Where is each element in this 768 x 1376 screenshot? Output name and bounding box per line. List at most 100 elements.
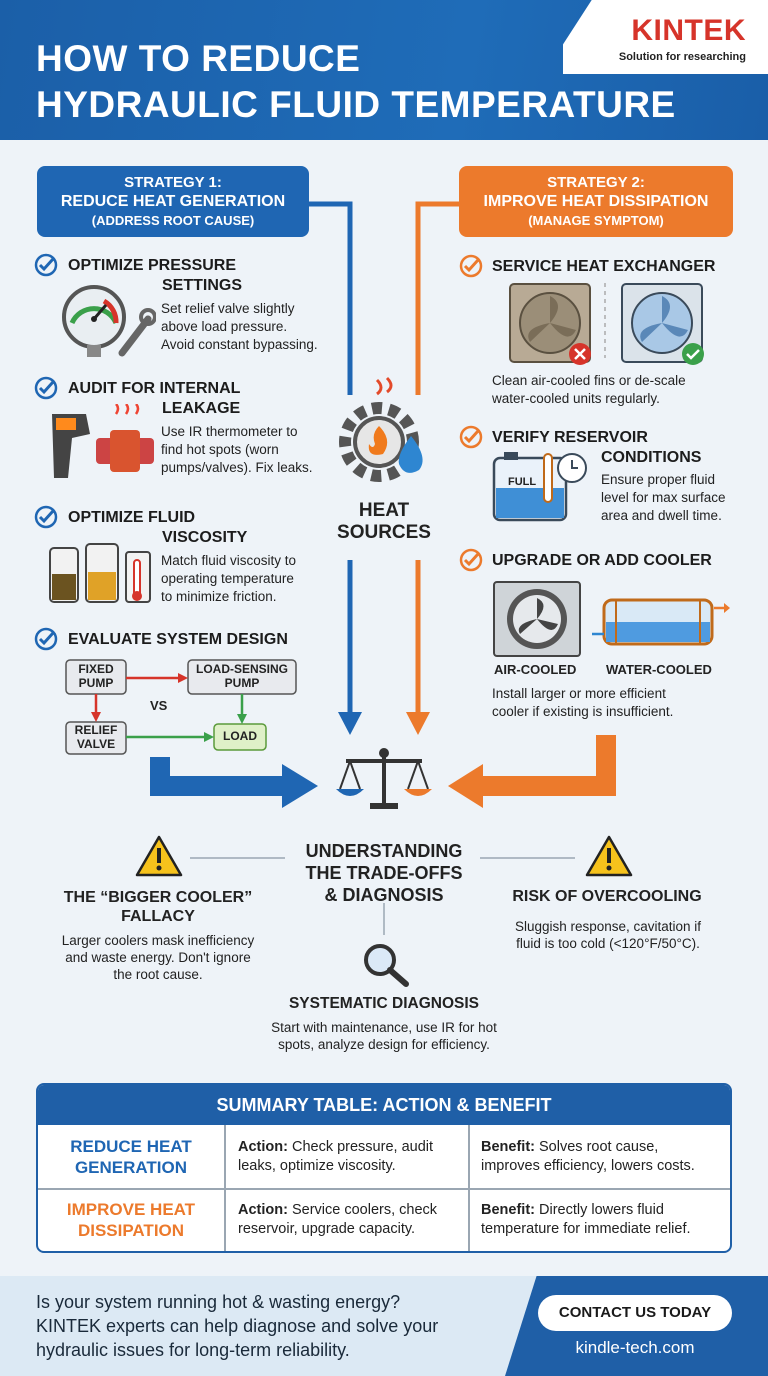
item-viscosity-title-b: VISCOSITY [162, 529, 248, 546]
item-cooler-desc-1: Install larger or more efficient [492, 686, 666, 701]
fallacy-desc-l2: and waste energy. Don't ignore [65, 950, 251, 965]
row2-label-l2: DISSIPATION [77, 1221, 185, 1240]
cooler-types-icon [493, 581, 730, 657]
page-title-line2: HYDRAULIC FLUID TEMPERATURE [36, 84, 676, 125]
fallacy-title-l1: THE “BIGGER COOLER” [63, 889, 253, 906]
website-link[interactable]: kindle-tech.com [575, 1338, 695, 1357]
magnifier-icon [364, 944, 409, 987]
item-viscosity-title-a: OPTIMIZE FLUID [68, 509, 196, 526]
item-pressure-title-b: SETTINGS [162, 277, 243, 294]
row1-label-l2: GENERATION [74, 1158, 188, 1177]
relief-l1: RELIEF [74, 723, 118, 737]
relief-valve-label: RELIEF VALVE [66, 723, 126, 751]
row2-label-l1: IMPROVE HEAT [66, 1200, 196, 1219]
heat-sources-icon [339, 376, 423, 482]
summary-table: SUMMARY TABLE: ACTION & BENEFIT REDUCE H… [36, 1083, 732, 1253]
row1-action-l2: leaks, optimize viscosity. [238, 1158, 396, 1174]
overcooling-desc: Sluggish response, cavitation if fluid i… [488, 918, 728, 952]
diagnosis-desc-l1: Start with maintenance, use IR for hot [271, 1020, 497, 1035]
benefit-label: Benefit: [481, 1202, 535, 1218]
logo-tagline: Solution for researching [618, 51, 746, 63]
item-cooler-title: UPGRADE OR ADD COOLER [492, 552, 712, 569]
item-viscosity-desc-2: operating temperature [161, 571, 294, 586]
action-label: Action: [238, 1202, 288, 1218]
item-reservoir-title-b: CONDITIONS [601, 449, 702, 466]
diagnosis-desc: Start with maintenance, use IR for hot s… [240, 1019, 528, 1053]
fan-comparison-icon [509, 283, 704, 365]
overcooling-desc-l2: fluid is too cold (<120°F/50°C). [516, 936, 700, 951]
action-label: Action: [238, 1139, 288, 1155]
air-cooled-label: AIR-COOLED [494, 662, 577, 677]
check-icon [459, 254, 483, 278]
footer-line-3: hydraulic issues for long-term reliabili… [36, 1340, 350, 1360]
fixed-pump-l1: FIXED [78, 662, 114, 676]
warning-icon [135, 835, 183, 877]
pressure-gauge-icon [62, 285, 156, 357]
item-leakage-title-a: AUDIT FOR INTERNAL [68, 380, 241, 397]
footer-line-2: KINTEK experts can help diagnose and sol… [36, 1316, 439, 1336]
strategy2-subtitle: (MANAGE SYMPTOM) [528, 213, 664, 228]
item-reservoir-title-a: VERIFY RESERVOIR [492, 429, 648, 446]
fallacy-desc: Larger coolers mask inefficiency and was… [40, 932, 276, 983]
ir-thermometer-icon [52, 404, 154, 478]
reservoir-tank-icon [492, 452, 587, 522]
row2-benefit: Benefit: Directly lowers fluid temperatu… [481, 1201, 730, 1239]
overcooling-title: RISK OF OVERCOOLING [512, 888, 702, 905]
strategy1-subtitle: (ADDRESS ROOT CAUSE) [91, 213, 255, 228]
row1-benefit: Benefit: Solves root cause, improves eff… [481, 1138, 730, 1176]
balance-scale-icon [336, 748, 432, 809]
tradeoffs-l1: UNDERSTANDING [305, 841, 463, 861]
item-reservoir-desc-2: level for max surface [601, 490, 726, 505]
tradeoffs-l2: THE TRADE-OFFS [305, 863, 463, 883]
fallacy-desc-l1: Larger coolers mask inefficiency [61, 933, 255, 948]
check-icon [459, 425, 483, 449]
load-sensing-pump-label: LOAD-SENSING PUMP [188, 662, 296, 690]
strategy1-label: STRATEGY 1: [124, 174, 222, 191]
check-icon [34, 627, 58, 651]
check-icon [34, 376, 58, 400]
vs-label: VS [150, 698, 168, 713]
row2-action: Action: Service coolers, check reservoir… [238, 1201, 464, 1239]
strategy2-box: STRATEGY 2: IMPROVE HEAT DISSIPATION (MA… [459, 166, 733, 237]
item-leakage-title-b: LEAKAGE [162, 400, 241, 417]
strategy2-title: IMPROVE HEAT DISSIPATION [483, 193, 709, 210]
check-icon [34, 253, 58, 277]
fixed-pump-label: FIXED PUMP [66, 662, 126, 690]
item-cooler-desc-2: cooler if existing is insufficient. [492, 704, 674, 719]
item-pressure-desc-2: above load pressure. [161, 319, 288, 334]
contact-us-button[interactable]: CONTACT US TODAY [538, 1295, 732, 1331]
row1-benefit-l2: improves efficiency, lowers costs. [481, 1158, 695, 1174]
diagnosis-desc-l2: spots, analyze design for efficiency. [278, 1037, 490, 1052]
load-sensing-l2: PUMP [224, 676, 260, 690]
load-sensing-l1: LOAD-SENSING [195, 662, 288, 676]
row1-action: Action: Check pressure, audit leaks, opt… [238, 1138, 464, 1176]
oil-bottles-icon [49, 543, 151, 603]
item-leakage-desc-1: Use IR thermometer to [161, 424, 298, 439]
row2-benefit-l1: Directly lowers fluid [539, 1202, 664, 1218]
item-heat-exchanger-desc-1: Clean air-cooled fins or de-scale [492, 373, 686, 388]
warning-icon [585, 835, 633, 877]
tradeoffs-l3: & DIAGNOSIS [324, 885, 444, 905]
item-pressure-desc-3: Avoid constant bypassing. [161, 337, 318, 352]
strategy1-box: STRATEGY 1: REDUCE HEAT GENERATION (ADDR… [37, 166, 309, 237]
item-reservoir-desc-1: Ensure proper fluid [601, 472, 716, 487]
kintek-logo: KINTEK [631, 14, 746, 47]
summary-heading: SUMMARY TABLE: ACTION & BENEFIT [38, 1085, 730, 1125]
row1-action-l1: Check pressure, audit [291, 1139, 434, 1155]
diagnosis-title: SYSTEMATIC DIAGNOSIS [288, 995, 480, 1012]
check-icon [459, 548, 483, 572]
table-row-label-reduce: REDUCE HEAT GENERATION [38, 1136, 224, 1178]
strategy1-title: REDUCE HEAT GENERATION [60, 193, 286, 210]
table-row-label-improve: IMPROVE HEAT DISSIPATION [38, 1199, 224, 1241]
benefit-label: Benefit: [481, 1139, 535, 1155]
page-title-line1: HOW TO REDUCE [36, 38, 361, 79]
item-heat-exchanger-title: SERVICE HEAT EXCHANGER [492, 258, 716, 275]
strategy2-label: STRATEGY 2: [547, 174, 645, 191]
fallacy-desc-l3: the root cause. [113, 967, 203, 982]
row2-benefit-l2: temperature for immediate relief. [481, 1221, 691, 1237]
heat-sources-l2: SOURCES [337, 522, 431, 543]
water-cooled-label: WATER-COOLED [606, 662, 712, 677]
logo-panel [563, 0, 768, 74]
overcooling-desc-l1: Sluggish response, cavitation if [514, 919, 702, 934]
system-design-diagram [65, 659, 297, 755]
